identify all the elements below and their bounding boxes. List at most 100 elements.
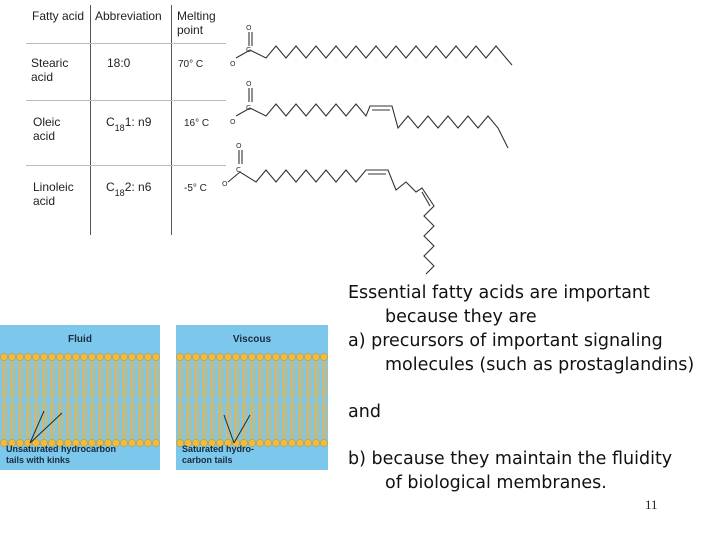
lipid-tail [308,360,312,400]
lipid-tail [225,400,229,440]
row-stearic-melting: 70° C [178,59,204,70]
lipid-head [176,353,184,361]
lipid-tail [41,400,45,440]
lipid-head [128,353,136,361]
lipid-tail [97,400,101,440]
lipid-tail [212,360,216,400]
lipid-tail [44,400,48,440]
lipid-head [264,439,272,447]
lipid-tail [276,400,280,440]
lipid-tail [20,400,24,440]
lipid-tail [105,360,109,400]
pointer-line [29,410,45,444]
lipid-tail [132,360,136,400]
lipid-head [280,353,288,361]
lipid-tail [132,400,136,440]
lipid-tail [89,360,93,400]
lipid-tail [68,360,72,400]
lipid-head [96,439,104,447]
lipid-head [0,353,8,361]
carbon-label: C [236,166,241,174]
lipid-tail [140,360,144,400]
lipid-tail [41,360,45,400]
lipid-tail [28,360,32,400]
lipid-head [248,353,256,361]
carbon-label: C [246,46,251,54]
lipid-head [240,353,248,361]
row-linoleic-abbreviation: C182: n6 [106,180,152,198]
lipid-tail [57,400,61,440]
lipid-head [32,439,40,447]
lipid-tail [20,360,24,400]
lipid-tail [60,400,64,440]
lipid-tail [300,400,304,440]
lipid-head [0,439,8,447]
lipid-head [144,439,152,447]
text-line: because they are [385,307,537,327]
lipid-tail [60,360,64,400]
lipid-tail [73,400,77,440]
lipid-tail [73,360,77,400]
lipid-head [304,439,312,447]
lipid-tail [265,360,269,400]
lipid-tail [321,360,325,400]
lipid-tail [137,360,141,400]
lipid-tail [324,360,328,400]
viscous-caption: Saturated hydro-carbon tails [182,444,255,465]
lipid-head [40,439,48,447]
lipid-tail [9,400,13,440]
lipid-tail [212,400,216,440]
lipid-tail [121,400,125,440]
lipid-head [56,353,64,361]
lipid-head [208,353,216,361]
lipid-tail [145,400,149,440]
lipid-tail [284,400,288,440]
lipid-tail [209,400,213,440]
lipid-tail [113,360,117,400]
lipid-head [56,439,64,447]
lipid-tail [284,360,288,400]
lipid-tail [108,360,112,400]
lipid-head [32,353,40,361]
page-number: 11 [645,497,658,512]
lipid-tail [321,400,325,440]
lipid-tail [316,360,320,400]
lipid-head [320,353,328,361]
lipid-tail [273,400,277,440]
lipid-head [312,439,320,447]
lipid-tail [260,360,264,400]
lipid-head [88,353,96,361]
lipid-head [232,353,240,361]
lipid-head [8,353,16,361]
header-fatty-acid: Fatty acid [32,9,85,23]
row-divider [26,165,226,166]
text-line: b) because they maintain the fluidity [348,449,673,469]
lipid-head [192,353,200,361]
lipid-tail [313,400,317,440]
lipid-tail [12,400,16,440]
lipid-head [176,439,184,447]
lipid-head [16,353,24,361]
lipid-head [248,439,256,447]
lipid-tail [97,360,101,400]
oxygen-label: O [230,118,236,126]
text-line: a) precursors of important signaling [348,331,663,351]
lipid-tail [177,360,181,400]
row-linoleic-melting: -5° C [184,183,207,194]
lipid-tail [49,400,53,440]
lipid-tail [148,360,152,400]
lipid-head [152,353,160,361]
lipid-head [200,439,208,447]
lipid-tail [180,360,184,400]
lipid-head [64,353,72,361]
lipid-tail [156,360,160,400]
lipid-head [256,353,264,361]
lipid-tail [196,400,200,440]
oxygen-label: O [246,24,252,32]
lipid-head [320,439,328,447]
row-stearic-abbreviation: 18:0 [107,56,131,70]
lipid-tail [153,400,157,440]
lipid-head [280,439,288,447]
lipid-tail [185,360,189,400]
